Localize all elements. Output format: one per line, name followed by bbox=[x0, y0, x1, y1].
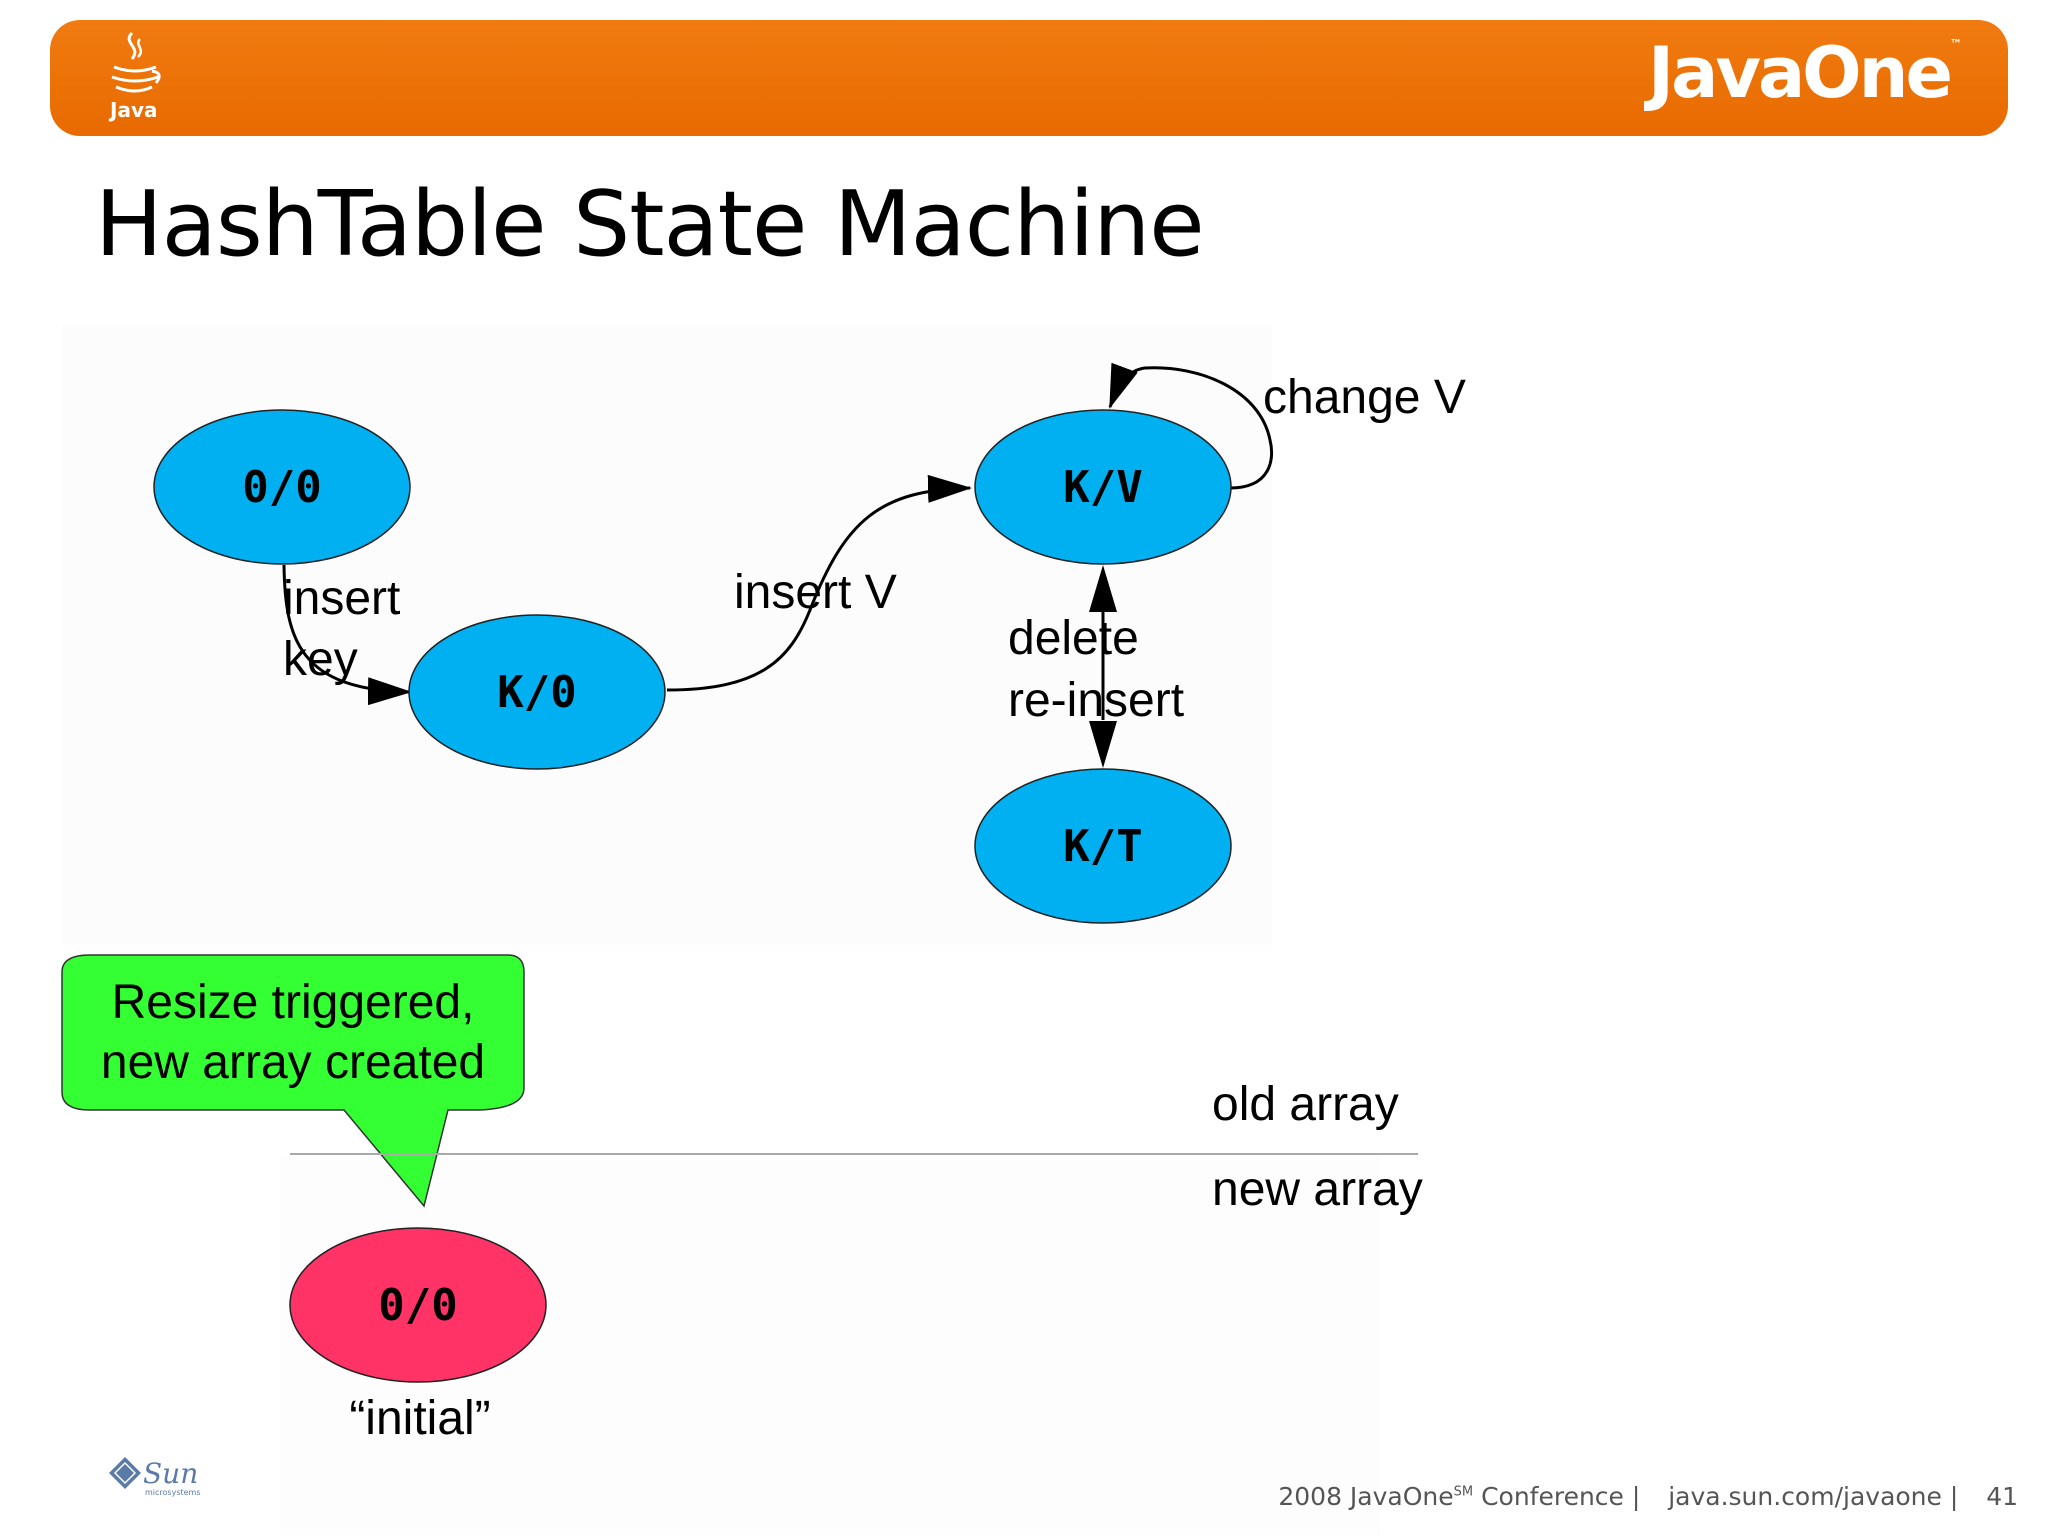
header-bar bbox=[50, 20, 2008, 136]
callout-bubble bbox=[61, 954, 525, 1208]
old-array-label: old array bbox=[1212, 1078, 1399, 1131]
edge-label-insert: insert bbox=[283, 572, 400, 625]
initial-label: “initial” bbox=[349, 1392, 490, 1445]
delete-arrow-down-icon bbox=[1089, 721, 1117, 768]
callout-line2: new array created bbox=[101, 1036, 485, 1089]
state-node-key-value-label: K/V bbox=[1063, 462, 1142, 513]
footer-url: java.sun.com/javaone | bbox=[1668, 1482, 1959, 1511]
java-cup-logo bbox=[111, 31, 161, 93]
state-node-key-only-label: K/0 bbox=[497, 667, 576, 718]
edge-change-value-loop bbox=[1108, 362, 1274, 490]
javaone-brand: JavaOne™ bbox=[1648, 38, 1962, 108]
java-logo-text: Java bbox=[110, 98, 158, 122]
sun-microsystems-logo: Sun microsystems bbox=[109, 1457, 201, 1497]
brand-name: JavaOne bbox=[1648, 32, 1953, 114]
footer-sm-mark: SM bbox=[1453, 1484, 1474, 1500]
delete-arrow-up-icon bbox=[1089, 565, 1117, 612]
footer-text: 2008 JavaOneSM Conference | java.sun.com… bbox=[1278, 1482, 2018, 1511]
edge-label-insert-v: insert V bbox=[734, 566, 897, 619]
footer-year-conf: 2008 JavaOne bbox=[1278, 1482, 1454, 1511]
callout-line1: Resize triggered, bbox=[112, 976, 475, 1029]
page-title: HashTable State Machine bbox=[95, 172, 1205, 277]
edge-label-delete: delete bbox=[1008, 612, 1139, 665]
edge-label-key: key bbox=[283, 633, 358, 686]
state-node-empty-old-label: 0/0 bbox=[242, 462, 321, 513]
sun-logo-text: Sun bbox=[143, 1457, 198, 1490]
footer-conference: Conference | bbox=[1481, 1482, 1641, 1511]
state-node-empty-old bbox=[153, 409, 411, 565]
edge-insert-key bbox=[282, 564, 412, 706]
sun-logo-subtext: microsystems bbox=[145, 1488, 201, 1497]
footer-page-number: 41 bbox=[1986, 1482, 2018, 1511]
state-node-key-value bbox=[974, 409, 1232, 565]
state-node-key-only bbox=[408, 614, 666, 770]
edge-insert-value bbox=[666, 474, 972, 692]
state-node-tombstone-label: K/T bbox=[1063, 821, 1142, 872]
new-array-label: new array bbox=[1212, 1163, 1423, 1216]
brand-tm: ™ bbox=[1950, 37, 1962, 51]
state-node-empty-new bbox=[289, 1227, 547, 1383]
edge-label-reinsert: re-insert bbox=[1008, 674, 1184, 727]
state-node-empty-new-label: 0/0 bbox=[378, 1280, 457, 1331]
edge-label-change-v: change V bbox=[1263, 371, 1466, 424]
state-node-tombstone bbox=[974, 768, 1232, 924]
